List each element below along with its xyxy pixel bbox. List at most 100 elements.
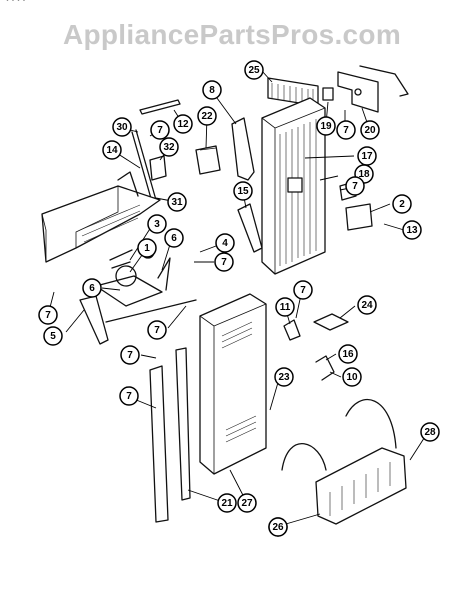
callout-2: 2 xyxy=(392,194,412,214)
callout-circle xyxy=(137,238,157,258)
callout-circle xyxy=(112,117,132,137)
callout-number: 7 xyxy=(127,350,133,361)
callout-circle xyxy=(159,137,179,157)
callout-number: 13 xyxy=(406,225,418,236)
callout-7: 7 xyxy=(120,345,140,365)
callout-23: 23 xyxy=(274,367,294,387)
callout-26: 26 xyxy=(268,517,288,537)
callout-circle xyxy=(173,114,193,134)
part-slanted-bar xyxy=(139,99,181,115)
callout-number: 32 xyxy=(163,142,175,153)
callout-circle xyxy=(43,326,63,346)
callout-32: 32 xyxy=(159,137,179,157)
callout-number: 19 xyxy=(320,121,332,132)
callout-circle xyxy=(164,228,184,248)
part-small-plate xyxy=(149,155,167,181)
callout-circle xyxy=(82,278,102,298)
part-triangle-duct xyxy=(231,117,255,181)
callout-number: 7 xyxy=(45,310,51,321)
part-latch xyxy=(283,319,301,341)
callout-circle xyxy=(275,297,295,317)
callout-number: 22 xyxy=(201,111,213,122)
callout-circle xyxy=(202,80,222,100)
callout-number: 7 xyxy=(343,125,349,136)
callout-circle xyxy=(244,60,264,80)
callout-number: 16 xyxy=(342,349,354,360)
callout-16: 16 xyxy=(338,344,358,364)
callout-7: 7 xyxy=(119,386,139,406)
callout-24: 24 xyxy=(357,295,377,315)
callout-circle xyxy=(316,116,336,136)
callout-number: 7 xyxy=(126,391,132,402)
part-hinge-plate xyxy=(237,203,263,253)
callout-circle xyxy=(357,295,377,315)
callout-31: 31 xyxy=(167,192,187,212)
callout-number: 11 xyxy=(280,302,291,313)
callout-17: 17 xyxy=(357,146,377,166)
callout-number: 14 xyxy=(106,145,118,156)
callout-circle xyxy=(392,194,412,214)
callout-25: 25 xyxy=(244,60,264,80)
callout-30: 30 xyxy=(112,117,132,137)
callout-19: 19 xyxy=(316,116,336,136)
callout-circle xyxy=(38,305,58,325)
part-motor-assembly xyxy=(95,245,171,307)
callout-number: 2 xyxy=(399,199,405,210)
callout-number: 18 xyxy=(358,169,370,180)
callout-number: 3 xyxy=(154,219,160,230)
callout-number: 15 xyxy=(237,186,249,197)
part-basket xyxy=(281,398,407,525)
callout-number: 7 xyxy=(157,125,163,136)
callout-circle xyxy=(338,344,358,364)
callout-21: 21 xyxy=(217,493,237,513)
callout-8: 8 xyxy=(202,80,222,100)
part-pad xyxy=(313,313,349,331)
callout-number: 7 xyxy=(221,257,227,268)
callout-7: 7 xyxy=(214,252,234,272)
callout-7: 7 xyxy=(147,320,167,340)
callout-circle xyxy=(215,233,235,253)
callout-20: 20 xyxy=(360,120,380,140)
callout-13: 13 xyxy=(402,220,422,240)
callout-number: 7 xyxy=(300,285,306,296)
callout-number: 26 xyxy=(272,522,284,533)
callout-4: 4 xyxy=(215,233,235,253)
part-lower-panel xyxy=(199,293,267,475)
callout-number: 30 xyxy=(116,122,128,133)
callout-27: 27 xyxy=(237,493,257,513)
part-rod xyxy=(105,299,197,323)
callout-6: 6 xyxy=(164,228,184,248)
part-lower-bracket xyxy=(79,295,109,345)
callout-circle xyxy=(360,120,380,140)
callout-circle xyxy=(119,386,139,406)
callout-circle xyxy=(342,367,362,387)
callout-number: 4 xyxy=(222,238,228,249)
callout-layer: 2582071922127303217141871531326113477652… xyxy=(38,60,440,537)
callout-7: 7 xyxy=(38,305,58,325)
callout-circle xyxy=(120,345,140,365)
callout-number: 21 xyxy=(221,498,233,509)
callout-6: 6 xyxy=(82,278,102,298)
callout-circle xyxy=(274,367,294,387)
callout-circle xyxy=(237,493,257,513)
part-left-housing xyxy=(41,171,161,263)
callout-7: 7 xyxy=(345,176,365,196)
callout-22: 22 xyxy=(197,106,217,126)
callout-28: 28 xyxy=(420,422,440,442)
callout-7: 7 xyxy=(293,280,313,300)
callout-circle xyxy=(336,120,356,140)
callout-circle xyxy=(268,517,288,537)
callout-number: 8 xyxy=(209,85,215,96)
callout-14: 14 xyxy=(102,140,122,160)
callout-circle xyxy=(233,181,253,201)
callout-3: 3 xyxy=(147,214,167,234)
callout-number: 25 xyxy=(248,65,260,76)
callout-number: 24 xyxy=(361,300,373,311)
callout-number: 17 xyxy=(361,151,373,162)
callout-number: 12 xyxy=(177,119,189,130)
callout-circle xyxy=(197,106,217,126)
callout-number: 28 xyxy=(424,427,436,438)
callout-7: 7 xyxy=(336,120,356,140)
callout-number: 6 xyxy=(89,283,95,294)
